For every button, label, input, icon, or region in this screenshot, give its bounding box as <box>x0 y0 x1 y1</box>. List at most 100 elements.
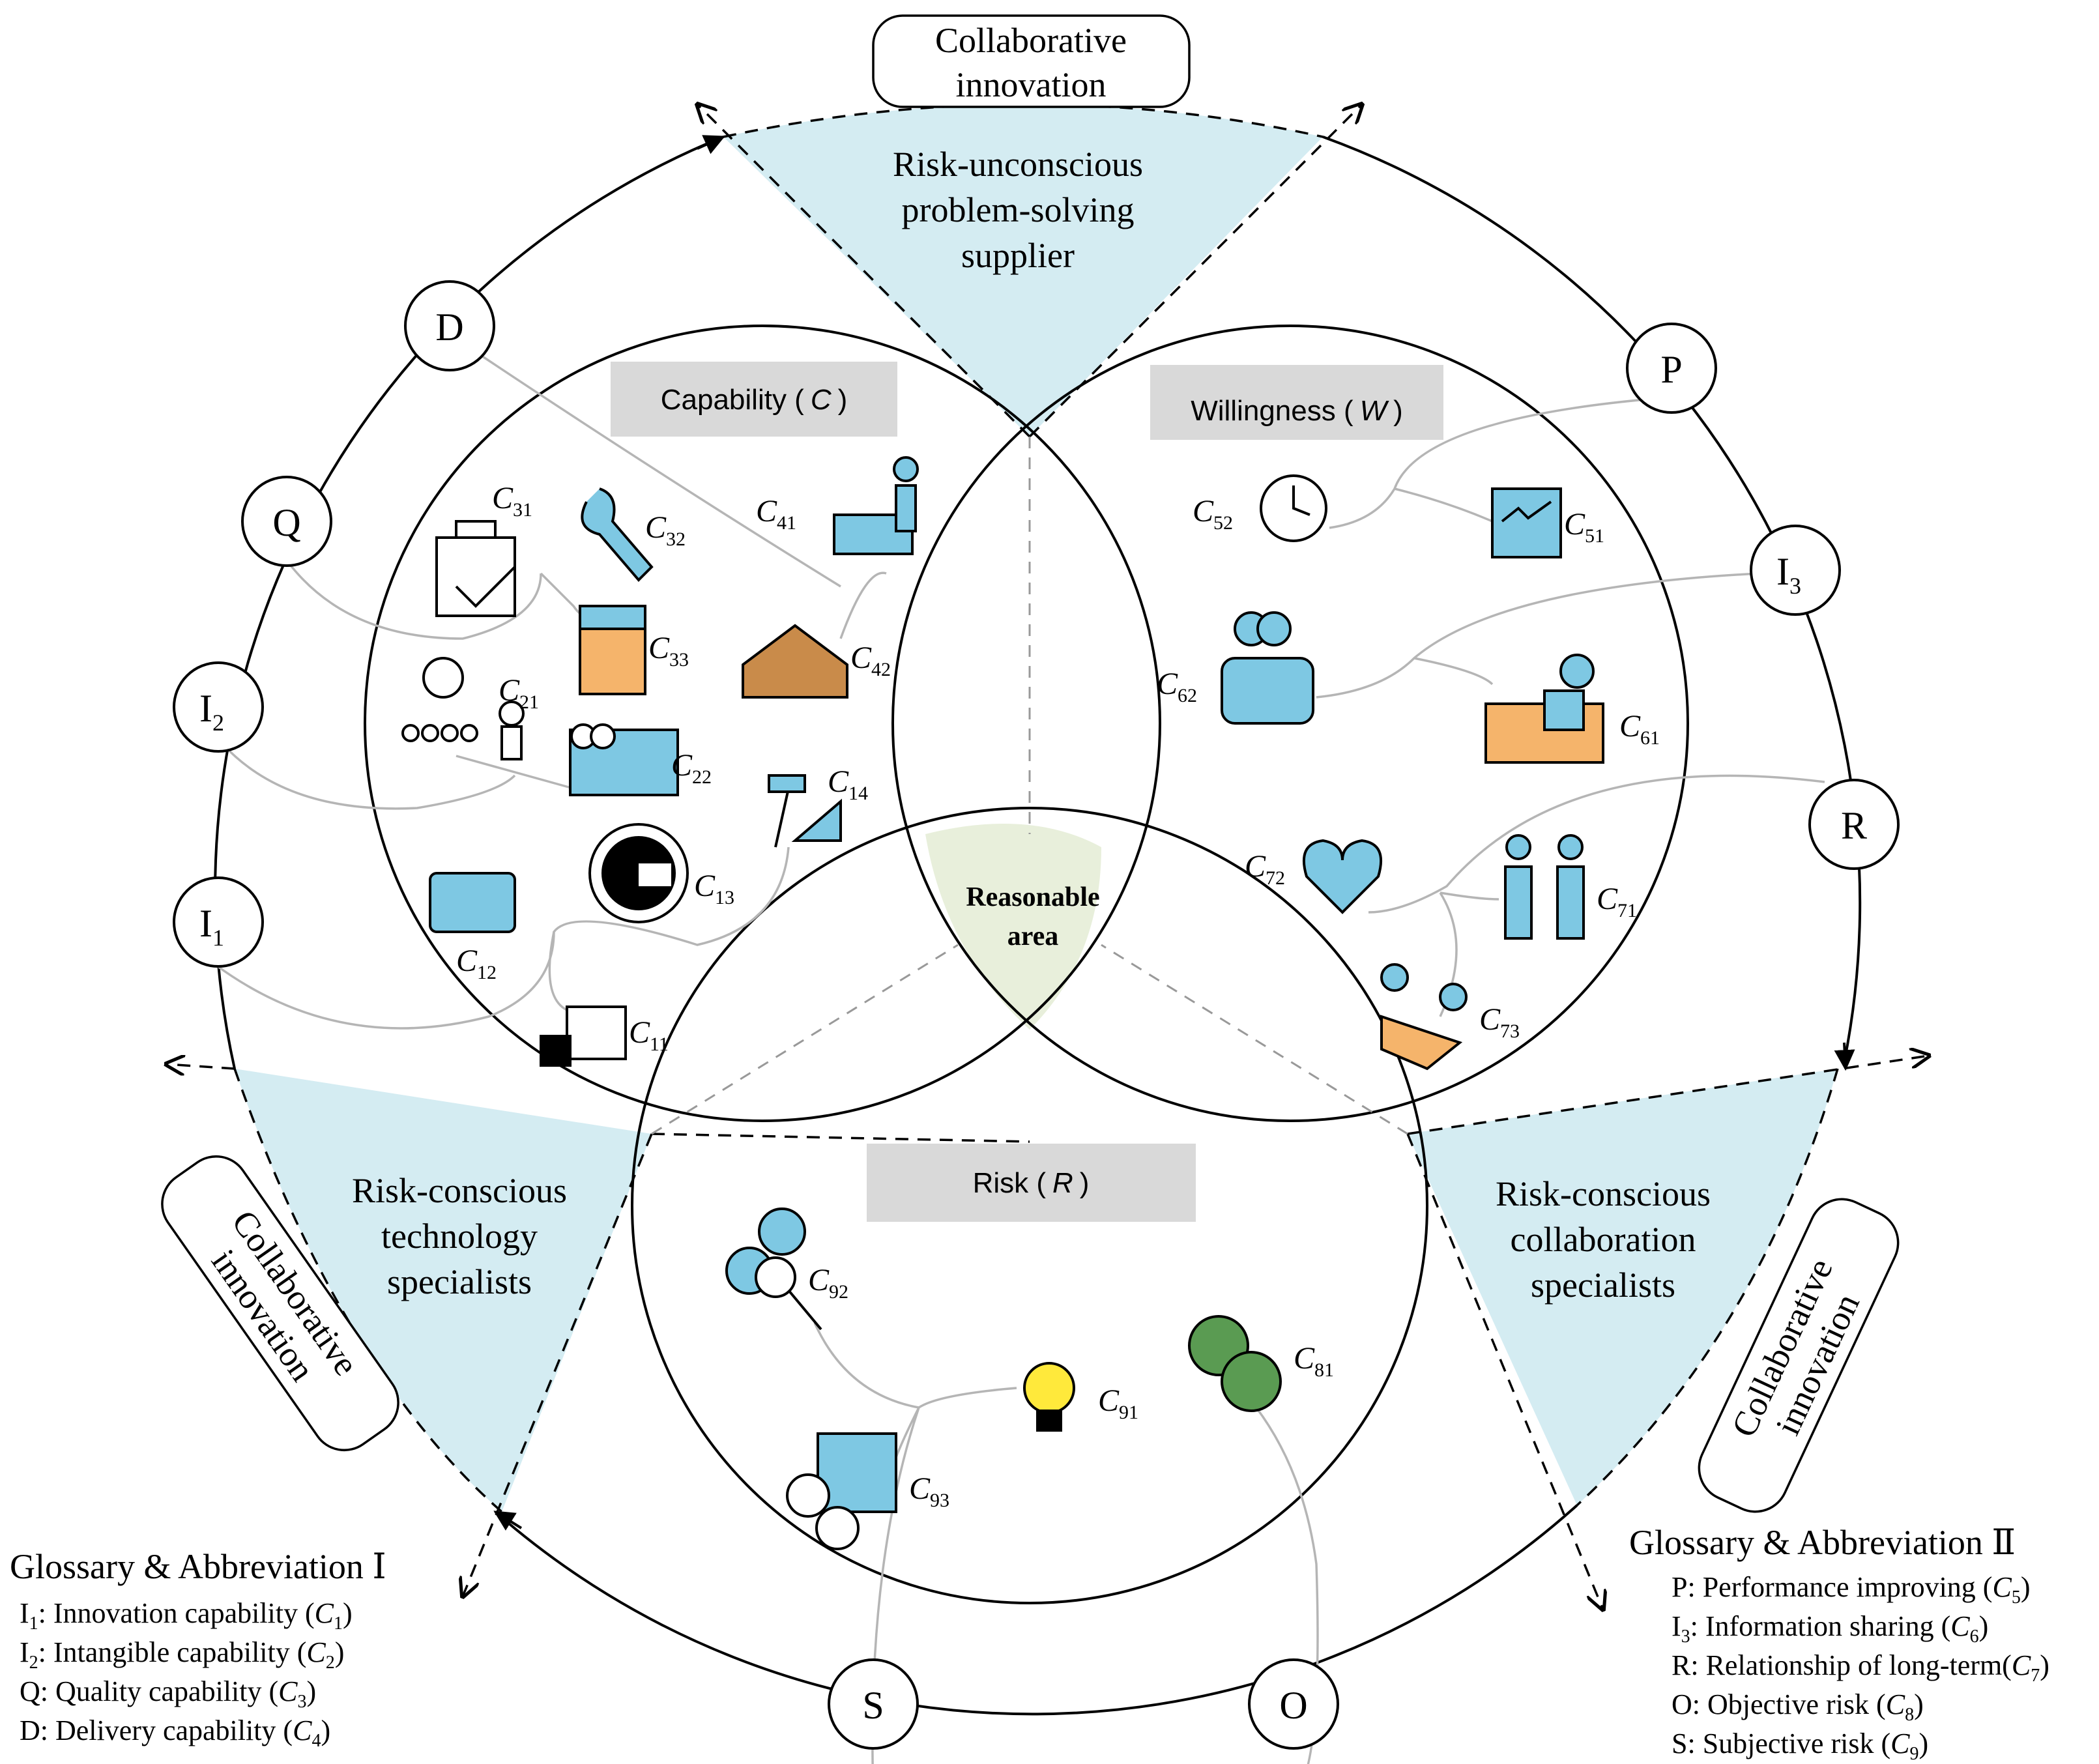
label-c22: C22 <box>671 748 712 788</box>
register-icon <box>540 1005 627 1067</box>
svg-text:Glossary & Abbreviation Ⅱ: Glossary & Abbreviation Ⅱ <box>1629 1523 2016 1562</box>
svg-text:Q: Q <box>272 501 300 544</box>
capability-circle <box>364 325 1161 1122</box>
svg-text:O: Objective risk (C8): O: Objective risk (C8) <box>1672 1688 1924 1725</box>
top-wedge-text: Risk-unconscious problem-solving supplie… <box>893 145 1143 275</box>
label-c13: C13 <box>694 869 734 908</box>
svg-text:specialists: specialists <box>1531 1265 1675 1305</box>
box-icon <box>579 605 646 695</box>
label-c93: C93 <box>909 1471 949 1511</box>
risk-label: Risk (R) <box>867 1144 1196 1222</box>
svg-text:S: S <box>862 1684 884 1727</box>
label-c41: C41 <box>756 494 796 534</box>
ruler-icon <box>768 774 842 848</box>
node-O: O <box>1248 1658 1339 1750</box>
team-icon <box>1221 611 1314 725</box>
svg-text:Q: Quality capability (C3): Q: Quality capability (C3) <box>20 1675 316 1712</box>
svg-text:supplier: supplier <box>961 236 1075 275</box>
negotiation-icon <box>1380 963 1468 1071</box>
svg-text:P: Performance improving (C5): P: Performance improving (C5) <box>1672 1571 2030 1608</box>
svg-text:Willingness (W): Willingness (W) <box>1191 395 1403 427</box>
org-chart-icon <box>401 657 525 760</box>
label-c62: C62 <box>1157 667 1197 706</box>
svg-text:Collaborative: Collaborative <box>935 21 1127 60</box>
label-c33: C33 <box>648 631 689 671</box>
meeting-icon <box>1484 654 1604 764</box>
label-c73: C73 <box>1479 1002 1520 1042</box>
person-inspect-icon <box>833 456 919 555</box>
svg-text:area: area <box>1007 921 1059 951</box>
icons <box>401 456 1604 1550</box>
center-text: Reasonable area <box>966 882 1099 951</box>
chart-icon <box>1491 487 1562 558</box>
gears-search-icon <box>725 1207 822 1331</box>
svg-text:P: P <box>1660 348 1682 391</box>
svg-text:O: O <box>1279 1684 1307 1727</box>
label-c12: C12 <box>456 944 497 983</box>
label-c42: C42 <box>850 641 891 680</box>
svg-text:Glossary & Abbreviation Ⅰ: Glossary & Abbreviation Ⅰ <box>10 1547 386 1586</box>
svg-text:R: Relationship of long-term(C: R: Relationship of long-term(C7) <box>1672 1649 2049 1686</box>
reasonable-area <box>925 824 1101 1030</box>
wrench-icon <box>581 487 654 582</box>
label-c21: C21 <box>499 673 539 713</box>
outer-nodes: D Q I2 I1 P I3 R S O <box>173 280 1900 1750</box>
svg-text:Reasonable: Reasonable <box>966 882 1099 912</box>
item-labels: C31 C32 C33 C41 C42 C21 C22 C14 C13 C12 … <box>456 481 1660 1511</box>
svg-text:I2: Intangible capability (C2: I2: Intangible capability (C2) <box>20 1636 344 1673</box>
dashed-rays <box>166 104 1929 1610</box>
node-P: P <box>1626 323 1717 414</box>
label-c91: C91 <box>1098 1383 1138 1423</box>
svg-text:Capability (C): Capability (C) <box>661 384 848 416</box>
calculator-icon <box>569 723 679 796</box>
label-c51: C51 <box>1564 507 1604 547</box>
glossary-2: Glossary & Abbreviation Ⅱ P: Performance… <box>1629 1523 2049 1764</box>
left-wedge-text: Risk-conscious technology specialists <box>352 1171 567 1301</box>
dial-icon <box>588 823 689 923</box>
glossary-1: Glossary & Abbreviation Ⅰ I1: Innovation… <box>10 1547 386 1751</box>
svg-text:technology: technology <box>381 1217 538 1256</box>
clock-icon <box>1260 474 1327 542</box>
svg-text:I1: Innovation capability (C1): I1: Innovation capability (C1) <box>20 1597 353 1634</box>
svg-text:Risk (R): Risk (R) <box>973 1167 1090 1199</box>
bag-check-icon <box>435 520 516 617</box>
node-S: S <box>828 1658 919 1750</box>
svg-text:specialists: specialists <box>387 1262 532 1301</box>
handshake-icon <box>1504 834 1585 940</box>
internal-dividers <box>651 437 1408 1135</box>
svg-text:I3: Information sharing (C6): I3: Information sharing (C6) <box>1672 1610 1988 1647</box>
svg-text:Risk-unconscious: Risk-unconscious <box>893 145 1143 184</box>
label-c71: C71 <box>1597 882 1637 921</box>
right-wedge <box>1408 1069 1838 1505</box>
top-wedge <box>723 104 1323 437</box>
globe-icon <box>1188 1315 1282 1412</box>
label-c11: C11 <box>629 1015 669 1055</box>
label-c92: C92 <box>808 1263 848 1303</box>
network-people-icon <box>786 1432 897 1550</box>
svg-text:D: Delivery capability (C4): D: Delivery capability (C4) <box>20 1714 330 1751</box>
node-Q: Q <box>241 476 332 567</box>
label-c31: C31 <box>492 481 532 521</box>
venn-circles <box>364 325 1689 1604</box>
left-wedge <box>235 1069 652 1512</box>
svg-text:I1: I1 <box>199 902 224 951</box>
svg-text:I2: I2 <box>199 687 224 736</box>
top-collab-box: Collaborative innovation <box>872 14 1191 108</box>
willingness-circle <box>891 325 1689 1122</box>
risk-circle <box>631 807 1428 1604</box>
node-I1: I1 <box>173 876 264 968</box>
svg-text:Risk-conscious: Risk-conscious <box>352 1171 567 1210</box>
svg-text:problem-solving: problem-solving <box>902 190 1135 229</box>
node-I3: I3 <box>1750 525 1841 616</box>
capability-label: Capability (C) <box>611 362 897 437</box>
wedges <box>235 104 1838 1512</box>
label-c81: C81 <box>1294 1341 1334 1381</box>
node-R: R <box>1808 779 1900 870</box>
node-D: D <box>404 280 495 371</box>
crates-icon <box>742 624 848 699</box>
willingness-label: Willingness (W) <box>1150 365 1443 440</box>
label-c72: C72 <box>1245 849 1285 889</box>
heart-icon <box>1302 839 1383 914</box>
svg-text:collaboration: collaboration <box>1511 1220 1696 1259</box>
